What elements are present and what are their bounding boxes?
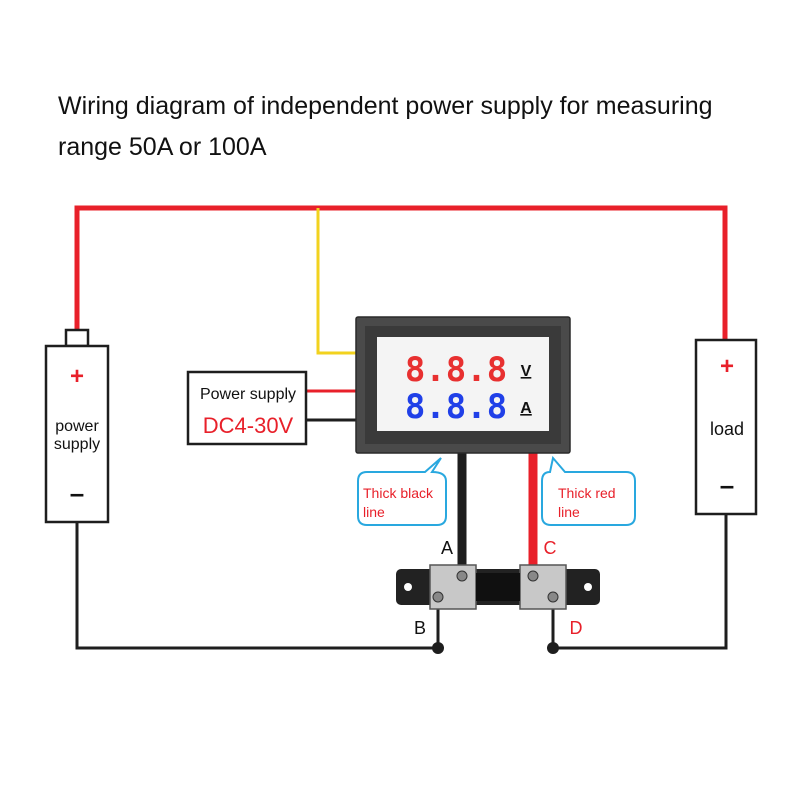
terminal-c-label: C bbox=[544, 538, 557, 558]
callout-red-bubble bbox=[541, 455, 636, 526]
callout-red-text-line2: line bbox=[558, 504, 580, 520]
voltage-unit: V bbox=[521, 363, 532, 380]
battery-minus-sign: – bbox=[70, 478, 84, 508]
battery-body bbox=[44, 344, 110, 524]
shunt-resistor-strip bbox=[476, 573, 520, 601]
callout-red-text-line1: Thick red bbox=[558, 485, 616, 501]
shunt-mount-hole-left bbox=[404, 583, 412, 591]
aux-supply-box bbox=[186, 370, 308, 446]
shunt-bolt-c bbox=[527, 570, 539, 582]
callout-black-text-line2: line bbox=[363, 504, 385, 520]
load-box: + load – bbox=[694, 338, 758, 516]
callout-thick-black: Thick black line bbox=[357, 457, 447, 526]
load-label: load bbox=[710, 419, 744, 439]
load-minus-sign: – bbox=[720, 470, 734, 500]
battery-label-line2: supply bbox=[54, 436, 100, 453]
terminal-a-label: A bbox=[441, 538, 453, 558]
current-unit: A bbox=[520, 400, 532, 417]
load-plus-sign: + bbox=[720, 353, 734, 380]
power-supply-battery: + power supply – bbox=[44, 328, 110, 524]
wires bbox=[74, 205, 728, 650]
callout-black-text-line1: Thick black bbox=[363, 485, 434, 501]
junction-b bbox=[432, 642, 444, 654]
yellow-wire bbox=[316, 208, 358, 355]
meter-screen bbox=[377, 337, 549, 431]
current-shunt bbox=[396, 564, 600, 610]
shunt-right-block bbox=[519, 564, 567, 610]
black-wire-right bbox=[553, 514, 728, 650]
shunt-bolt-d bbox=[547, 591, 559, 603]
shunt-left-block bbox=[429, 564, 477, 610]
terminal-b-label: B bbox=[414, 618, 426, 638]
terminal-d-label: D bbox=[570, 618, 583, 638]
black-wire-left bbox=[75, 522, 438, 650]
callout-thick-red: Thick red line bbox=[541, 455, 636, 526]
voltage-display: 8.8.8 bbox=[405, 350, 507, 390]
aux-power-supply: Power supply DC4-30V bbox=[186, 370, 308, 446]
volt-amp-meter: 8.8.8 V 8.8.8 A bbox=[355, 316, 571, 454]
battery-plus-sign: + bbox=[70, 363, 84, 390]
junction-d bbox=[547, 642, 559, 654]
shunt-bolt-a bbox=[456, 570, 468, 582]
callout-black-bubble bbox=[357, 457, 447, 526]
shunt-bolt-b bbox=[432, 591, 444, 603]
battery-label-line1: power bbox=[55, 418, 99, 435]
diagram-title: Wiring diagram of independent power supp… bbox=[58, 92, 713, 161]
load-body bbox=[694, 338, 758, 516]
current-display: 8.8.8 bbox=[405, 387, 507, 427]
red-wire-top bbox=[74, 205, 728, 342]
shunt-mount-hole-right bbox=[584, 583, 592, 591]
aux-supply-label: Power supply bbox=[200, 386, 296, 403]
aux-supply-voltage: DC4-30V bbox=[203, 413, 294, 438]
battery-terminal-cap bbox=[64, 328, 90, 348]
